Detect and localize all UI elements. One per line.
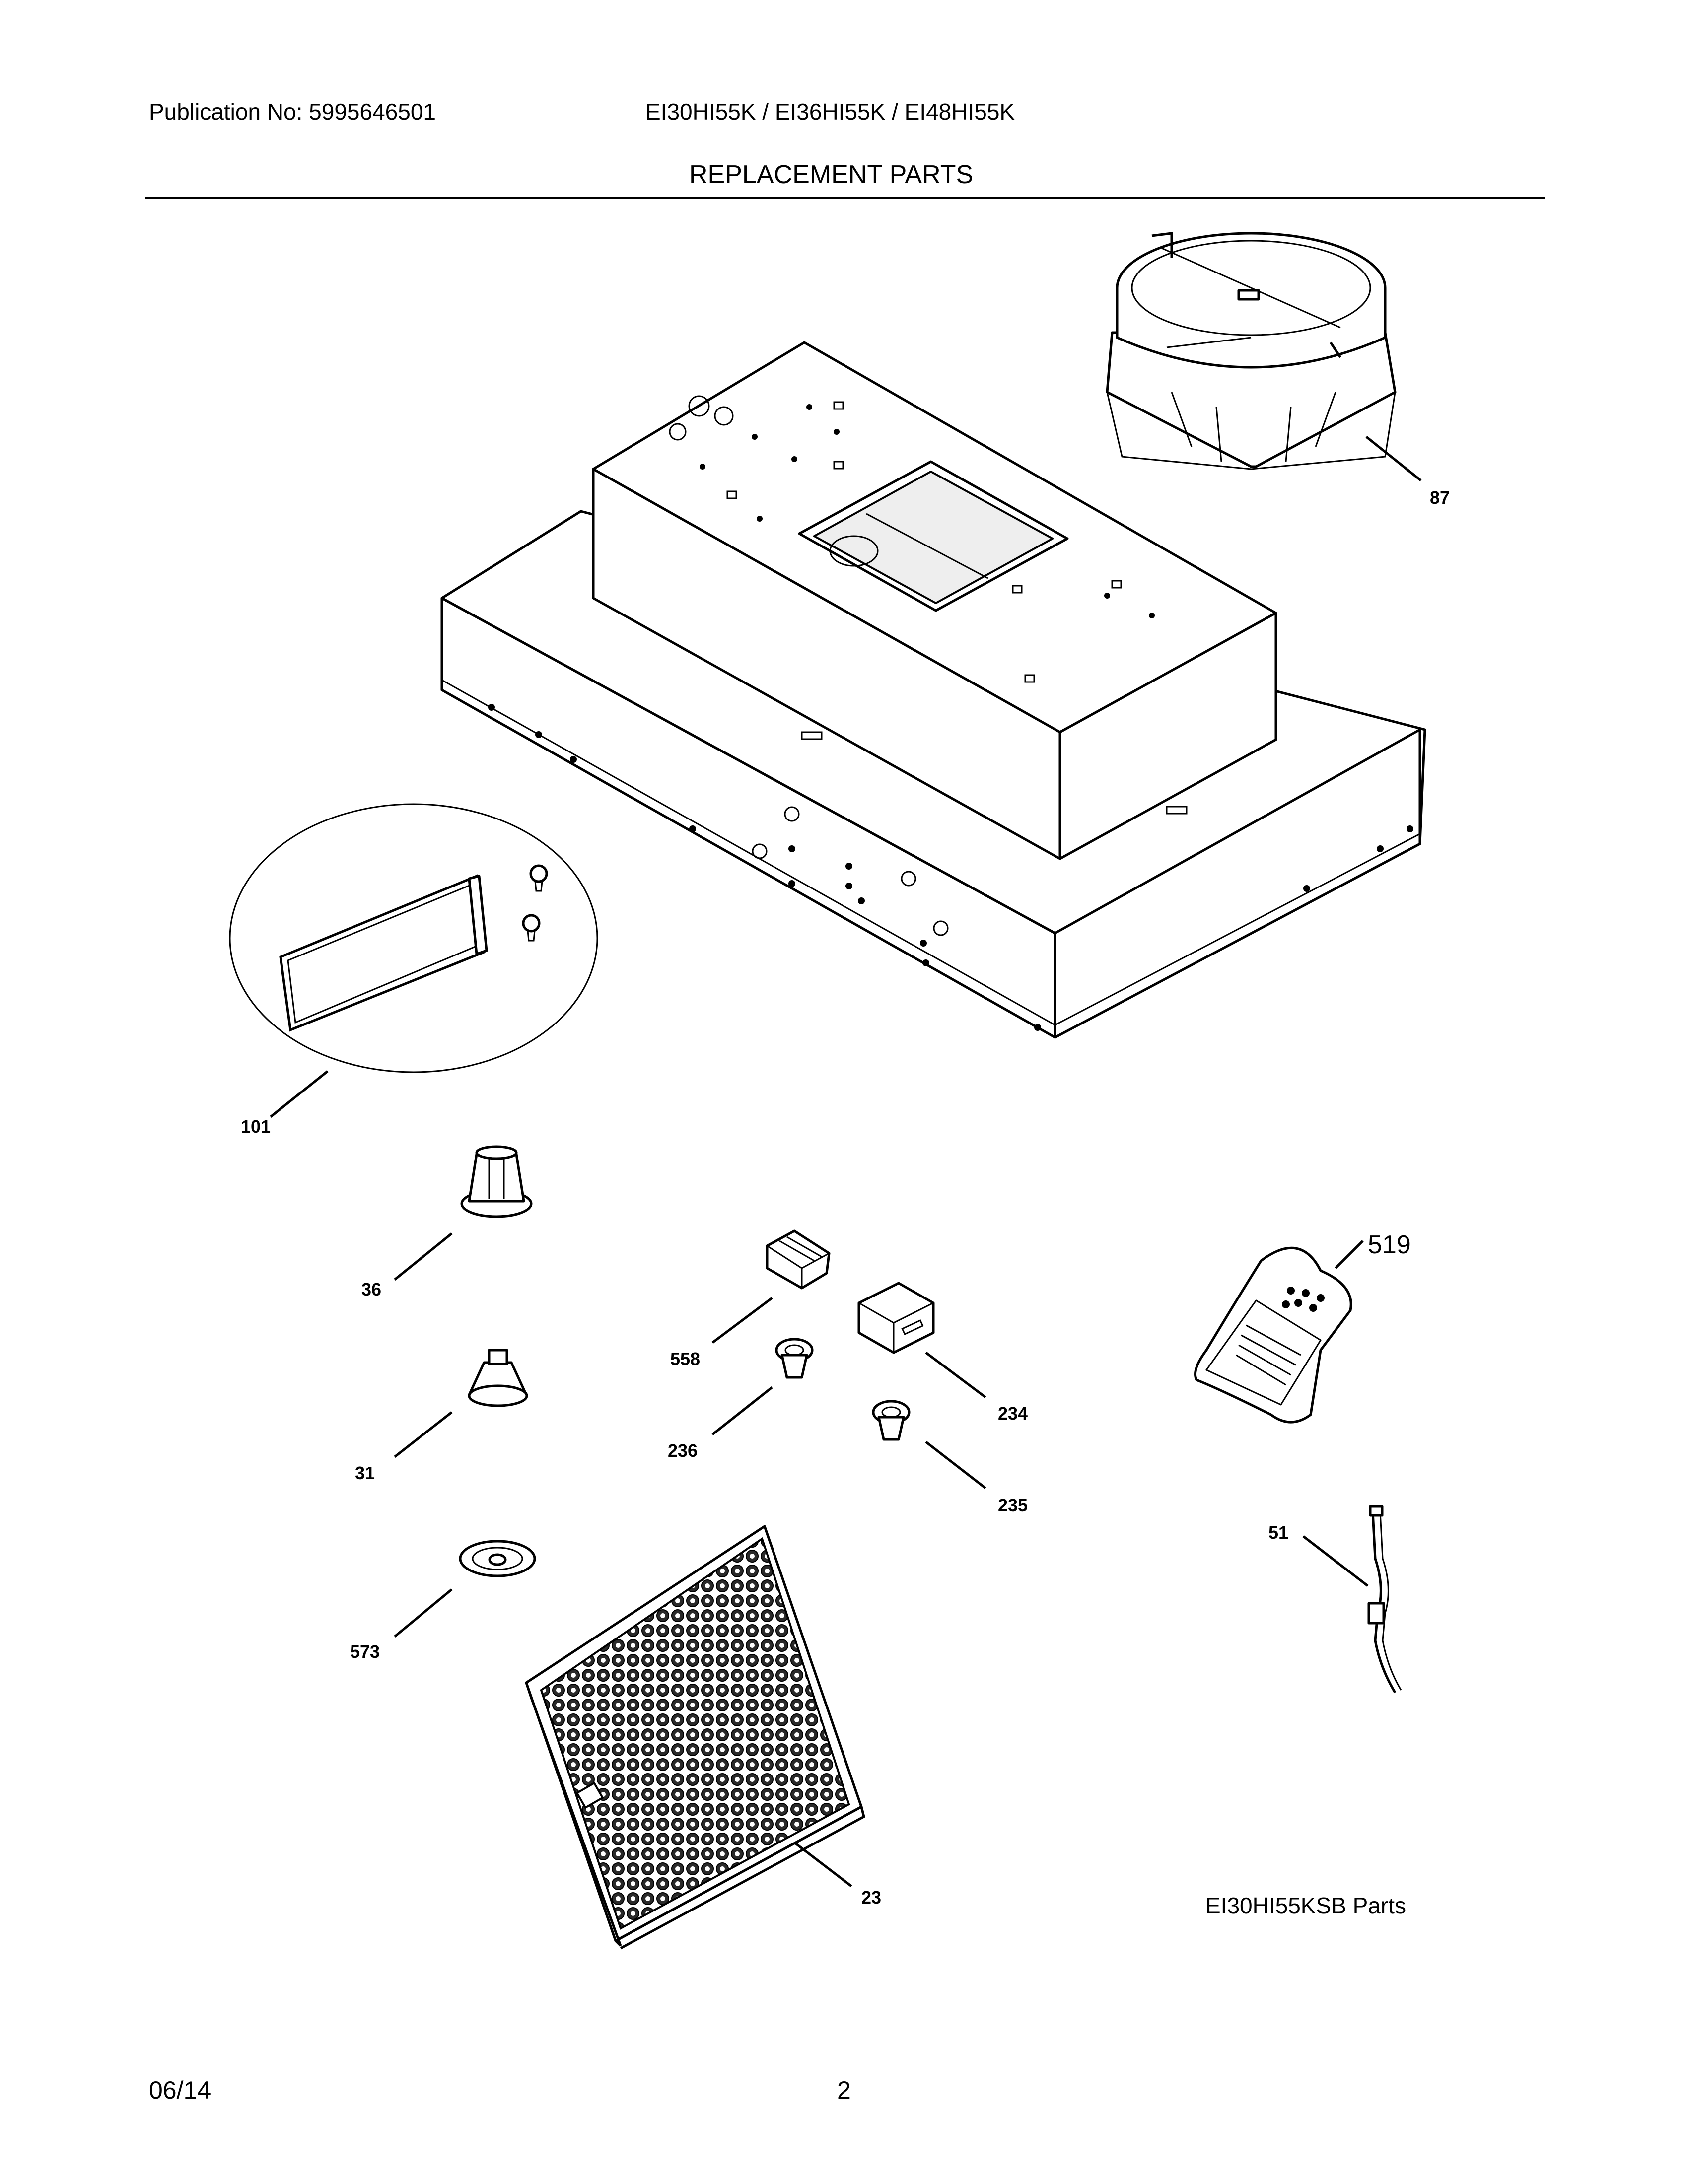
publication-number: Publication No: 5995646501 — [149, 99, 436, 125]
leader-36 — [394, 1232, 453, 1281]
halogen-bulb-part-31[interactable] — [468, 1349, 528, 1407]
light-trim-part-573[interactable] — [459, 1540, 536, 1577]
callout-519: 519 — [1368, 1230, 1411, 1259]
leader-236 — [711, 1386, 773, 1435]
leader-573 — [394, 1588, 453, 1638]
knob-part-236[interactable] — [775, 1338, 814, 1379]
leader-87 — [1365, 436, 1422, 481]
hardware-bag-part-519[interactable] — [1194, 1246, 1352, 1424]
callout-236: 236 — [668, 1440, 698, 1461]
callout-573: 573 — [350, 1641, 380, 1662]
page-title: REPLACEMENT PARTS — [689, 160, 974, 189]
hood-body — [440, 341, 1426, 1039]
filter-frame-part-101[interactable] — [229, 803, 598, 1073]
page-number: 2 — [837, 2076, 851, 2104]
callout-101: 101 — [241, 1116, 271, 1137]
callout-234: 234 — [998, 1403, 1028, 1424]
leader-31 — [394, 1411, 453, 1458]
leader-235 — [925, 1441, 986, 1489]
leader-519 — [1335, 1240, 1364, 1269]
header-rule — [145, 197, 1545, 199]
grease-filter-part-23[interactable] — [525, 1525, 865, 1950]
model-caption: EI30HI55KSB Parts — [1205, 1893, 1406, 1918]
callout-23: 23 — [861, 1887, 881, 1908]
leader-101 — [270, 1070, 329, 1118]
callout-558: 558 — [670, 1349, 700, 1369]
electronic-module-part-234[interactable] — [857, 1282, 935, 1354]
leader-558 — [711, 1297, 773, 1344]
blower-assembly-part-87[interactable] — [1106, 232, 1397, 470]
callout-36: 36 — [361, 1279, 381, 1299]
knob-part-235[interactable] — [872, 1400, 911, 1441]
footer-date: 06/14 — [149, 2076, 211, 2104]
control-board-part-558[interactable] — [766, 1229, 831, 1290]
callout-235: 235 — [998, 1495, 1028, 1515]
leader-23 — [793, 1842, 852, 1887]
leader-234 — [925, 1352, 986, 1398]
model-numbers: EI30HI55K / EI36HI55K / EI48HI55K — [645, 99, 1015, 125]
callout-51: 51 — [1268, 1522, 1288, 1543]
callout-87: 87 — [1430, 487, 1450, 508]
light-socket-part-36[interactable] — [460, 1145, 533, 1218]
wire-harness-part-51[interactable] — [1367, 1505, 1402, 1694]
leader-51 — [1302, 1535, 1369, 1587]
callout-31: 31 — [355, 1463, 375, 1483]
